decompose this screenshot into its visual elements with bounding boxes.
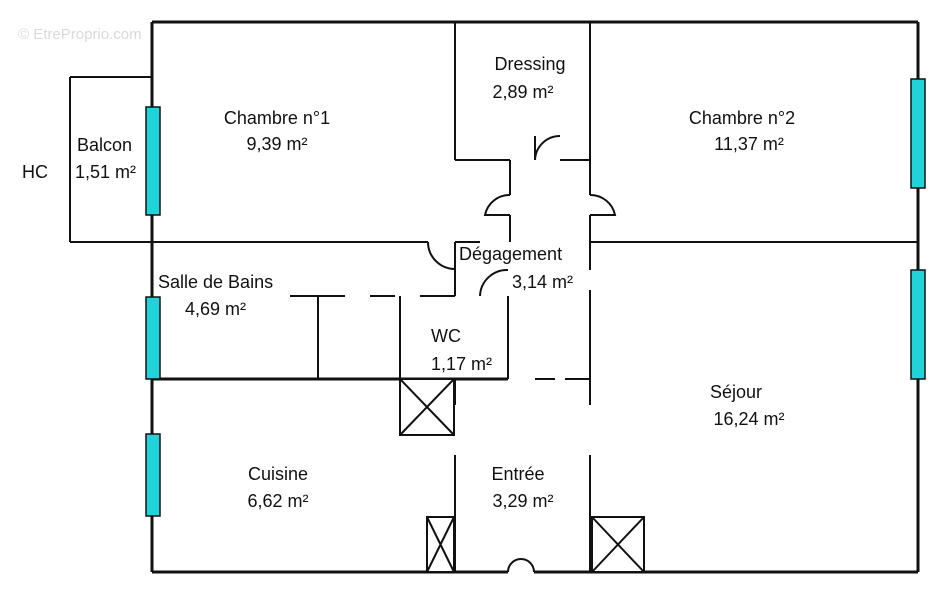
interior-walls bbox=[152, 22, 918, 572]
ventilation-duct bbox=[399, 378, 455, 436]
balcony-outline bbox=[69, 76, 152, 243]
room-name-dressing: Dressing bbox=[494, 54, 565, 74]
windows bbox=[145, 78, 926, 517]
room-name-balcon: Balcon bbox=[77, 135, 132, 155]
room-area-sejour: 16,24 m² bbox=[713, 409, 784, 429]
room-name-degagement: Dégagement bbox=[459, 244, 562, 264]
ventilation-duct bbox=[426, 516, 455, 573]
room-area-wc: 1,17 m² bbox=[431, 354, 492, 374]
watermark-text: © EtreProprio.com bbox=[18, 26, 142, 43]
room-name-salle-de-bains: Salle de Bains bbox=[158, 272, 273, 292]
room-name-chambre-2: Chambre n°2 bbox=[689, 108, 795, 128]
room-name-wc: WC bbox=[431, 326, 461, 346]
door-arcs bbox=[427, 134, 617, 573]
room-name-chambre-1: Chambre n°1 bbox=[224, 108, 330, 128]
room-area-chambre-1: 9,39 m² bbox=[246, 134, 307, 154]
room-area-degagement: 3,14 m² bbox=[512, 272, 573, 292]
room-area-cuisine: 6,62 m² bbox=[247, 491, 308, 511]
ventilation-duct bbox=[591, 516, 645, 573]
room-area-chambre-2: 11,37 m² bbox=[714, 134, 784, 154]
room-name-cuisine: Cuisine bbox=[248, 464, 308, 484]
room-area-salle-de-bains: 4,69 m² bbox=[185, 299, 246, 319]
outer-walls bbox=[150, 20, 920, 574]
room-area-balcon: 1,51 m² bbox=[75, 162, 136, 182]
room-area-dressing: 2,89 m² bbox=[492, 82, 553, 102]
room-area-entree: 3,29 m² bbox=[492, 491, 553, 511]
room-name-entree: Entrée bbox=[491, 464, 544, 484]
outside-label: HC bbox=[22, 162, 48, 182]
room-name-sejour: Séjour bbox=[710, 382, 762, 402]
